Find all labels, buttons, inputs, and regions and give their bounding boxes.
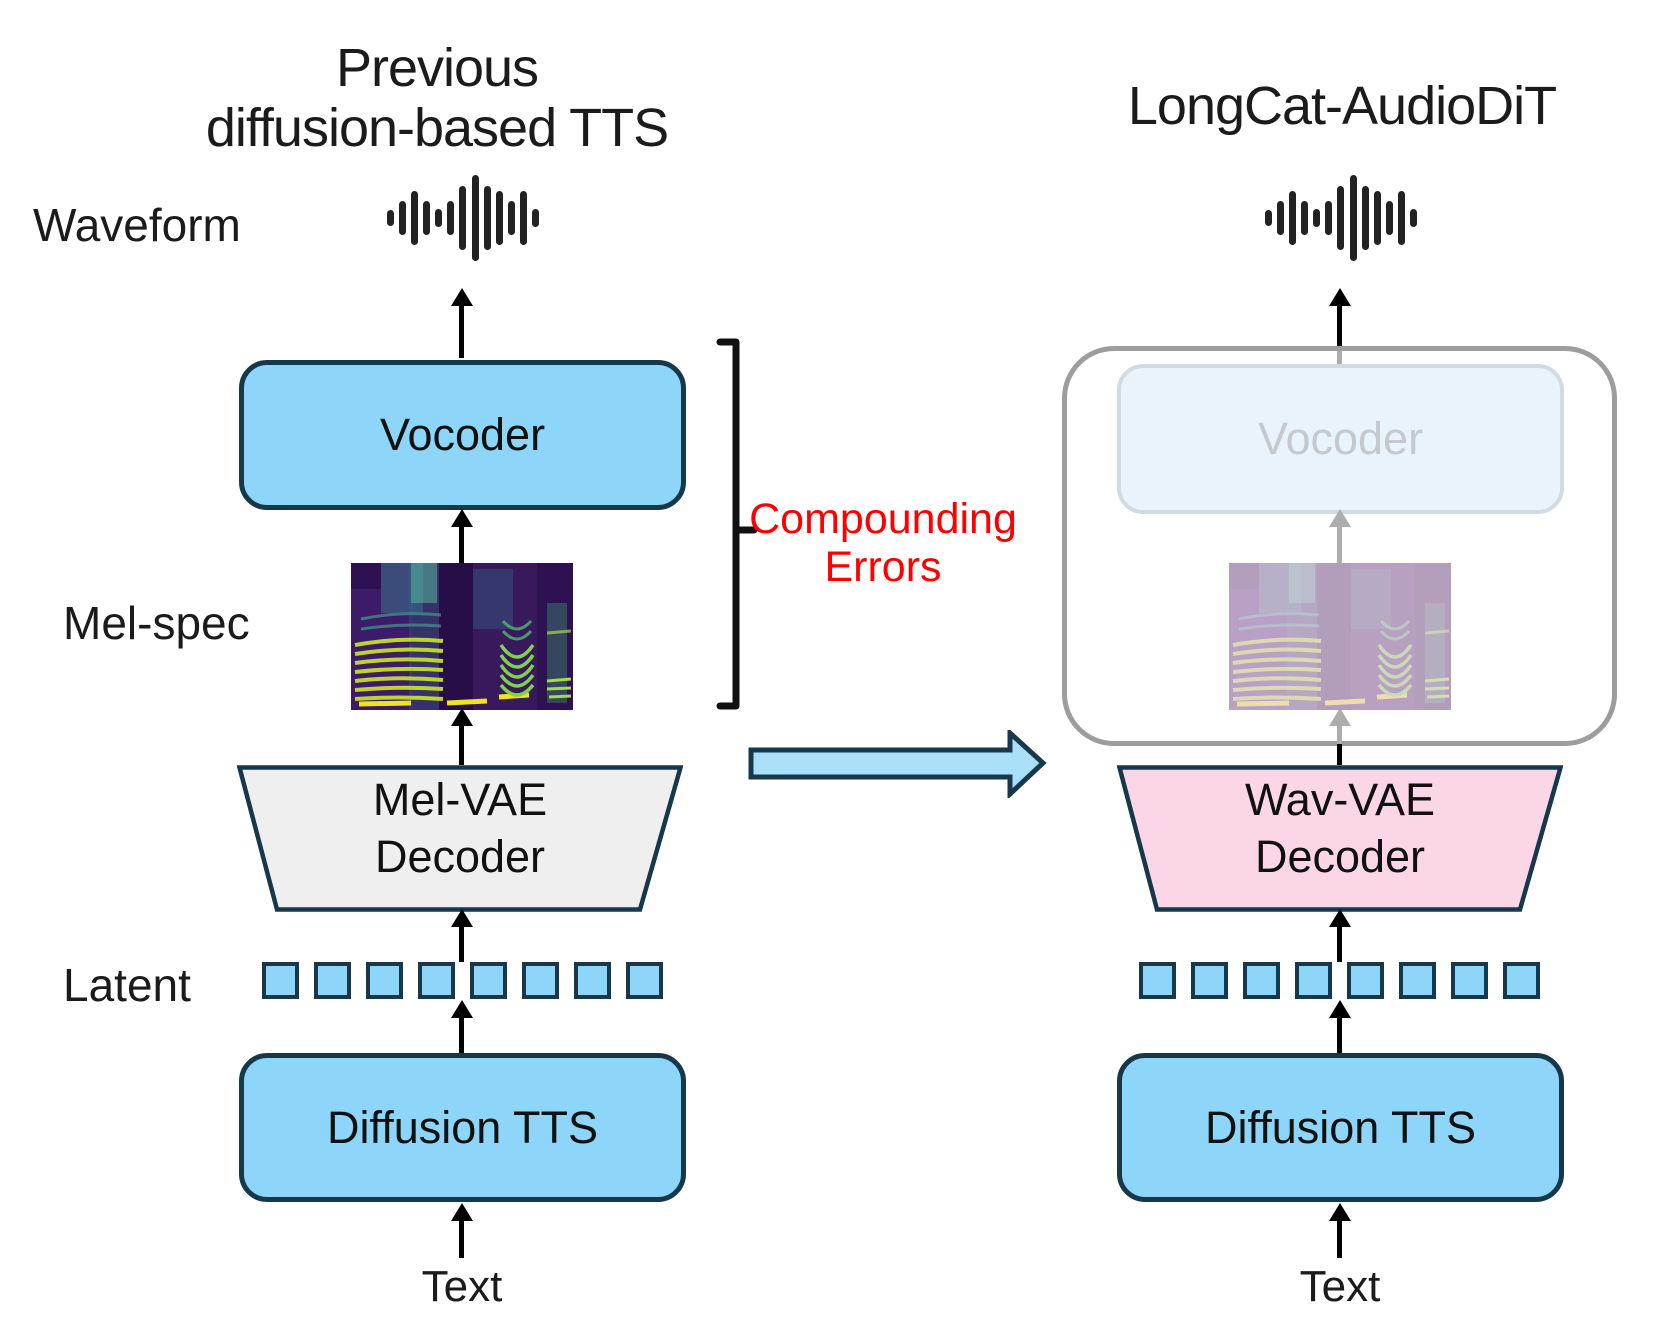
wav-vae-decoder-label: Wav-VAE Decoder <box>1244 774 1436 882</box>
latent-token <box>1451 962 1488 999</box>
waveform-bar <box>411 191 419 245</box>
faded-vocoder-box: Vocoder <box>1117 364 1564 514</box>
waveform-icon <box>387 172 539 264</box>
mel-vae-decoder-label: Mel-VAE Decoder <box>372 774 548 882</box>
waveform-icon <box>1265 172 1417 264</box>
waveform-bar <box>1385 201 1393 235</box>
arrow-text-to-diffusion <box>450 1203 474 1258</box>
wav-vae-decoder: Wav-VAE Decoder <box>1117 765 1563 912</box>
latent-token <box>1191 962 1228 999</box>
waveform-bar <box>471 175 479 261</box>
gray-arrow-stub <box>1337 346 1342 366</box>
left-title-line2: diffusion-based TTS <box>205 98 669 158</box>
compounding-errors-label: Compounding Errors <box>749 495 1017 591</box>
waveform-bar <box>1373 191 1381 245</box>
waveform-bar <box>1313 209 1321 227</box>
text-input-label: Text <box>421 1262 503 1311</box>
faded-vocoder-label: Vocoder <box>1257 413 1424 464</box>
mel-spectrogram-image <box>351 563 573 710</box>
arrow-text-to-diffusion <box>1328 1203 1352 1258</box>
arrow-diffusion-to-latent <box>450 1000 474 1053</box>
melspec-label: Mel-spec <box>63 597 250 649</box>
latent-token <box>626 962 663 999</box>
vocoder-label: Vocoder <box>379 409 546 460</box>
waveform-bar <box>507 201 515 235</box>
waveform-bar <box>1289 191 1297 245</box>
latent-token <box>1295 962 1332 999</box>
waveform-bar <box>1337 186 1345 250</box>
waveform-bar <box>1361 186 1369 250</box>
diffusion-tts-label: Diffusion TTS <box>327 1101 598 1153</box>
right-title: LongCat-AudioDiT <box>1127 76 1557 136</box>
waveform-bar <box>495 191 503 245</box>
left-title: Previous diffusion-based TTS <box>137 38 737 158</box>
latent-token <box>470 962 507 999</box>
latent-label: Latent <box>63 959 191 1011</box>
waveform-label: Waveform <box>33 199 241 251</box>
arrow-vocoder-to-waveform <box>450 288 474 358</box>
arrow-latent-to-decoder <box>1328 909 1352 962</box>
waveform-bar <box>1349 175 1357 261</box>
latent-token <box>522 962 559 999</box>
arrow-latent-to-decoder <box>450 909 474 962</box>
waveform-bar <box>519 191 527 245</box>
waveform-bar <box>435 209 443 227</box>
waveform-bar <box>423 201 431 235</box>
brace-bracket <box>716 338 758 710</box>
waveform-bar <box>1325 201 1333 235</box>
latent-token <box>1347 962 1384 999</box>
latent-tokens-row <box>262 962 663 999</box>
diffusion-tts-label: Diffusion TTS <box>1205 1101 1476 1153</box>
latent-token <box>262 962 299 999</box>
black-arrow-stub <box>1337 744 1342 765</box>
arrow-diffusion-to-latent <box>1328 1000 1352 1053</box>
left-title-line1: Previous <box>335 38 539 98</box>
waveform-bar <box>447 201 455 235</box>
mel-vae-decoder: Mel-VAE Decoder <box>237 765 683 912</box>
waveform-bar <box>1265 210 1272 226</box>
text-input-label: Text <box>1299 1262 1381 1311</box>
waveform-bar <box>531 209 539 227</box>
diffusion-tts-box: Diffusion TTS <box>239 1053 686 1202</box>
transition-arrow <box>748 730 1047 798</box>
latent-token <box>1399 962 1436 999</box>
latent-token <box>418 962 455 999</box>
latent-tokens-row <box>1139 962 1540 999</box>
arrow-melspec-to-vocoder <box>450 509 474 563</box>
waveform-bar <box>1301 201 1309 235</box>
waveform-bar <box>399 201 407 235</box>
gray-arrow-into-container <box>1328 708 1352 746</box>
vocoder-box: Vocoder <box>239 360 686 510</box>
waveform-bar <box>1397 191 1405 245</box>
waveform-bar <box>387 210 394 226</box>
waveform-bar <box>1409 209 1417 227</box>
arrow-container-to-waveform <box>1328 288 1352 346</box>
latent-token <box>314 962 351 999</box>
waveform-bar <box>459 186 467 250</box>
latent-token <box>1139 962 1176 999</box>
latent-token <box>574 962 611 999</box>
waveform-bar <box>483 186 491 250</box>
diffusion-tts-box: Diffusion TTS <box>1117 1053 1564 1202</box>
latent-token <box>1503 962 1540 999</box>
arrow-decoder-to-melspec <box>450 708 474 765</box>
faded-mel-spectrogram-image <box>1229 563 1451 710</box>
latent-token <box>366 962 403 999</box>
waveform-bar <box>1277 201 1285 235</box>
latent-token <box>1243 962 1280 999</box>
gray-arrow-melspec-to-vocoder <box>1328 509 1352 563</box>
